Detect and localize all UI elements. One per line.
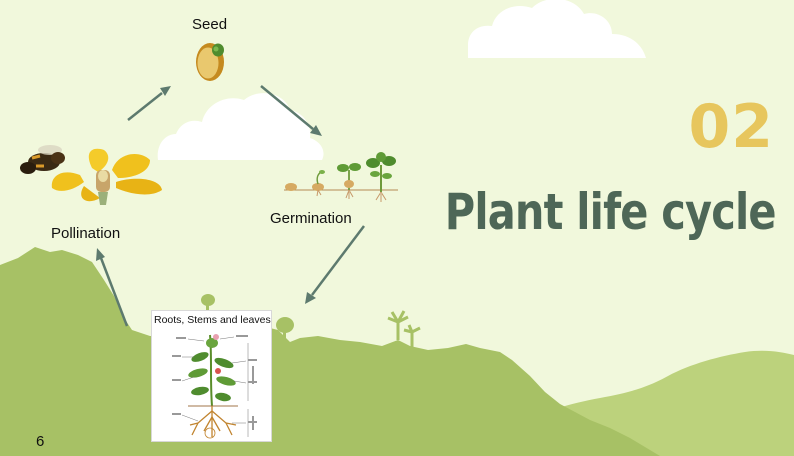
seed-label: Seed: [192, 16, 228, 33]
section-number: 02: [688, 92, 774, 162]
tree-silhouettes: [201, 294, 421, 348]
hill-dark: [0, 247, 660, 456]
plant-anatomy-diagram: [172, 334, 257, 439]
cloud-top-right: [468, 0, 646, 58]
pollination-illustration: [20, 145, 162, 205]
germination-label: Germination: [270, 210, 352, 227]
arrow-germination-to-roots: [305, 225, 365, 304]
arrow-roots-to-pollination: [96, 248, 129, 327]
page-number: 6: [36, 433, 45, 450]
germination-illustration: [284, 152, 398, 202]
cloud-center: [157, 93, 324, 160]
roots-stems-leaves-title: Roots, Stems and leaves: [154, 314, 271, 326]
cycle-arrows: [96, 85, 365, 327]
seed-illustration: [196, 43, 224, 81]
pollination-label: Pollination: [51, 225, 121, 242]
arrow-seed-to-germination: [260, 85, 322, 136]
roots-stems-leaves-figure: Roots, Stems and leaves: [151, 310, 272, 442]
slide-title: Plant life cycle: [445, 183, 777, 241]
arrow-pollination-to-seed: [127, 86, 171, 121]
